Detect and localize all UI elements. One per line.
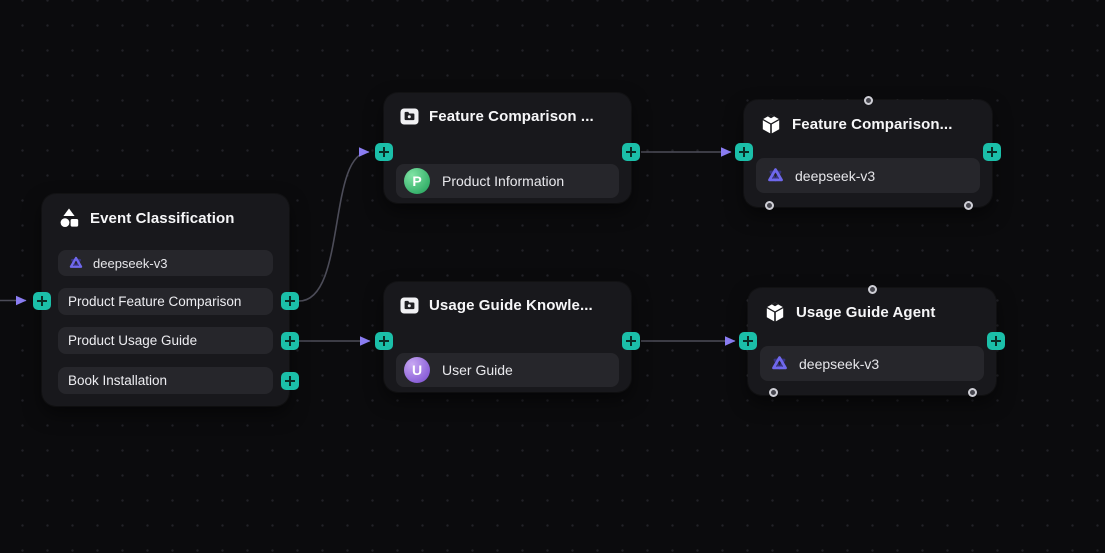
output-handle-plus-button[interactable] bbox=[622, 332, 640, 350]
output-handle-plus-button-usage-guide[interactable] bbox=[281, 332, 299, 350]
node-title: Usage Guide Knowle... bbox=[429, 297, 593, 314]
edge-classifier-to-feature-knowledge[interactable] bbox=[298, 147, 370, 302]
node-title: Event Classification bbox=[90, 209, 235, 227]
dataset-avatar: U bbox=[404, 357, 430, 383]
node-event-classification[interactable]: Event Classification deepseek-v3 Product… bbox=[33, 194, 299, 406]
node-feature-comparison-knowledge[interactable]: Feature Comparison ... P Product Informa… bbox=[375, 93, 640, 203]
output-handle-plus-button[interactable] bbox=[987, 332, 1005, 350]
selection-handle-bottom-right[interactable] bbox=[963, 200, 973, 210]
output-handle-plus-button-feature-comparison[interactable] bbox=[281, 292, 299, 310]
dataset-row: U User Guide bbox=[396, 353, 619, 387]
selection-handle-bottom-left[interactable] bbox=[764, 200, 774, 210]
node-title: Usage Guide Agent bbox=[796, 303, 936, 321]
agent-cube-icon bbox=[760, 113, 782, 135]
input-handle-plus-button[interactable] bbox=[739, 332, 757, 350]
selection-handle-bottom-left[interactable] bbox=[768, 387, 778, 397]
input-handle-plus-button[interactable] bbox=[375, 143, 393, 161]
model-chip: deepseek-v3 bbox=[760, 346, 984, 381]
agent-cube-icon bbox=[764, 301, 786, 323]
model-chip: deepseek-v3 bbox=[756, 158, 980, 193]
model-name: deepseek-v3 bbox=[795, 167, 876, 184]
selection-handle-top[interactable] bbox=[867, 284, 877, 294]
classifier-class-row: Product Usage Guide bbox=[58, 327, 273, 354]
input-handle-plus-button[interactable] bbox=[735, 143, 753, 161]
classifier-class-row: Product Feature Comparison bbox=[58, 288, 273, 315]
deepseek-logo-icon bbox=[68, 255, 84, 271]
dataset-name: Product Information bbox=[442, 173, 565, 189]
dataset-name: User Guide bbox=[442, 362, 513, 378]
classifier-icon bbox=[58, 207, 80, 229]
selection-handle-top[interactable] bbox=[863, 95, 873, 105]
output-handle-plus-button[interactable] bbox=[622, 143, 640, 161]
class-label: Product Usage Guide bbox=[68, 333, 198, 348]
dataset-avatar: P bbox=[404, 168, 430, 194]
deepseek-logo-icon bbox=[766, 166, 785, 185]
input-handle-plus-button[interactable] bbox=[33, 292, 51, 310]
model-chip: deepseek-v3 bbox=[58, 250, 273, 276]
classifier-class-row: Book Installation bbox=[58, 367, 273, 394]
node-title: Feature Comparison... bbox=[792, 115, 953, 133]
deepseek-logo-icon bbox=[770, 354, 789, 373]
model-name: deepseek-v3 bbox=[93, 255, 168, 271]
knowledge-retrieval-icon bbox=[400, 108, 419, 125]
class-label: Product Feature Comparison bbox=[68, 294, 242, 309]
knowledge-retrieval-icon bbox=[400, 297, 419, 314]
output-handle-plus-button-book-installation[interactable] bbox=[281, 372, 299, 390]
dataset-row: P Product Information bbox=[396, 164, 619, 198]
node-usage-guide-agent[interactable]: Usage Guide Agent deepseek-v3 bbox=[739, 284, 1005, 397]
class-label: Book Installation bbox=[68, 373, 168, 388]
model-name: deepseek-v3 bbox=[799, 355, 880, 372]
node-title: Feature Comparison ... bbox=[429, 108, 594, 125]
node-usage-guide-knowledge[interactable]: Usage Guide Knowle... U User Guide bbox=[375, 282, 640, 392]
input-handle-plus-button[interactable] bbox=[375, 332, 393, 350]
output-handle-plus-button[interactable] bbox=[983, 143, 1001, 161]
selection-handle-bottom-right[interactable] bbox=[967, 387, 977, 397]
node-feature-comparison-agent[interactable]: Feature Comparison... deepseek-v3 bbox=[735, 95, 1001, 210]
